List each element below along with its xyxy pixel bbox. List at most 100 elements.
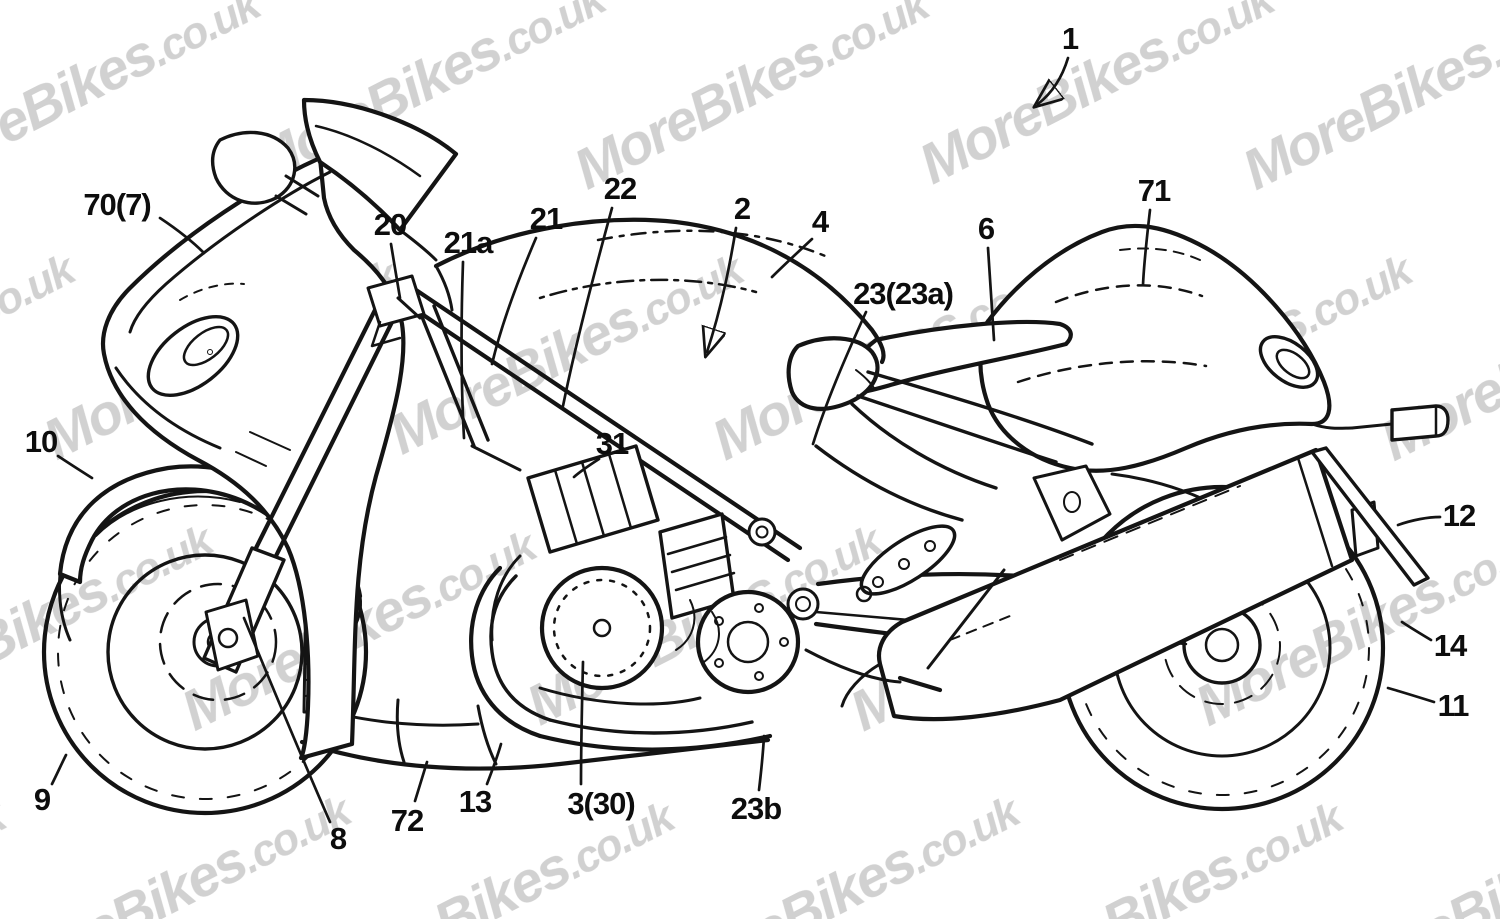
leader-line-31 [572, 457, 601, 479]
drawing-stroke [754, 603, 764, 613]
drawing-stroke [1059, 485, 1241, 561]
drawing-stroke [552, 578, 652, 678]
drawing-stroke [210, 130, 297, 205]
drawing-stroke [490, 554, 522, 642]
drawing-stroke [1032, 464, 1112, 542]
part-label-1: 1 [1062, 21, 1079, 56]
drawing-stroke [1074, 500, 1370, 796]
engine [490, 444, 820, 706]
drawing-stroke [666, 535, 728, 556]
drawing-stroke [703, 611, 720, 663]
leader-line-13 [485, 742, 503, 786]
drawing-stroke [795, 596, 811, 612]
drawing-stroke [58, 572, 72, 642]
part-label-31: 31 [596, 426, 629, 461]
drawing-stroke [674, 571, 736, 592]
drawing-stroke [106, 553, 304, 751]
drawing-stroke [433, 217, 886, 365]
part-label-14: 14 [1434, 628, 1468, 663]
headlight [146, 314, 240, 398]
drawing-stroke [249, 293, 385, 559]
drawing-stroke [786, 587, 820, 621]
drawing-stroke [814, 444, 964, 522]
part-label-8: 8 [330, 821, 347, 856]
drawing-stroke [714, 658, 724, 668]
drawing-stroke [476, 704, 498, 766]
drawing-stroke [267, 303, 403, 571]
footpeg-bracket [804, 464, 1112, 693]
part-label-3(30): 3(30) [567, 786, 634, 821]
drawing-stroke [1119, 247, 1201, 261]
drawing-stroke [217, 627, 239, 649]
drawing-stroke [670, 553, 732, 574]
drawing-stroke [926, 568, 1006, 670]
drawing-stroke [779, 637, 789, 647]
drawing-stroke [866, 370, 1094, 446]
drawing-stroke [434, 264, 454, 312]
drawing-stroke [207, 349, 213, 355]
drawing-stroke [607, 452, 633, 530]
drawing-stroke [856, 394, 1058, 464]
part-label-23b: 23b [731, 791, 781, 826]
drawing-stroke [489, 574, 552, 722]
part-label-10: 10 [25, 424, 57, 459]
drawing-stroke [553, 468, 579, 546]
drawing-stroke [850, 402, 998, 490]
drawing-stroke [284, 174, 320, 198]
rider-seat [786, 336, 880, 411]
leader-line-10 [56, 454, 94, 480]
drawing-stroke [695, 589, 801, 695]
drawing-stroke [726, 620, 770, 664]
drawing-stroke [299, 737, 771, 771]
part-label-70(7): 70(7) [83, 187, 150, 222]
exhaust-muffler [840, 447, 1380, 722]
drawing-stroke [249, 431, 291, 451]
leader-line-23(23a) [811, 310, 868, 446]
part-label-11: 11 [1438, 688, 1470, 723]
drawing-stroke [714, 616, 724, 626]
drawing-stroke [398, 228, 438, 262]
part-label-13: 13 [459, 784, 492, 819]
leader-line-21a [460, 260, 466, 440]
drawing-stroke [128, 170, 332, 334]
part-label-2: 2 [734, 191, 750, 226]
drawing-stroke [1063, 491, 1081, 513]
steering-head-bracket [366, 274, 426, 348]
drawing-stroke [1310, 422, 1354, 430]
leader-line-11 [1386, 686, 1436, 704]
drawing-stroke [538, 686, 702, 706]
drawing-stroke [897, 675, 943, 693]
leader-line-12 [1396, 515, 1442, 527]
leader-line-6 [986, 246, 996, 342]
drawing-stroke [855, 585, 873, 603]
leader-line-8 [242, 616, 332, 824]
leader-line-71 [1141, 208, 1152, 287]
drawing-stroke [1310, 446, 1430, 587]
drawing-stroke [548, 718, 754, 735]
part-label-4: 4 [812, 204, 830, 239]
drawing-stroke [413, 287, 803, 551]
drawing-stroke [418, 310, 476, 448]
drawing-stroke [949, 615, 1011, 641]
drawing-stroke [786, 336, 880, 411]
drawing-stroke [755, 525, 769, 539]
drawing-stroke [95, 495, 241, 537]
leader-line-72 [413, 760, 429, 803]
part-label-71: 71 [1138, 173, 1171, 208]
part-label-23(23a): 23(23a) [853, 276, 953, 311]
tail-cowl [978, 223, 1354, 473]
leader-line-4 [770, 237, 814, 279]
drawing-stroke [898, 558, 910, 570]
drawing-stroke [538, 278, 758, 300]
drawing-stroke [876, 447, 1355, 722]
leader-line-14 [1400, 620, 1433, 642]
part-label-6: 6 [978, 211, 995, 246]
rear-fender-strip [1310, 446, 1430, 587]
drawing-stroke [754, 671, 764, 681]
leader-line-9 [50, 753, 68, 786]
leader-line-20 [389, 242, 402, 300]
drawing-stroke [1275, 348, 1311, 380]
leader-line-21 [490, 236, 538, 366]
leader-line-70(7) [158, 216, 206, 255]
